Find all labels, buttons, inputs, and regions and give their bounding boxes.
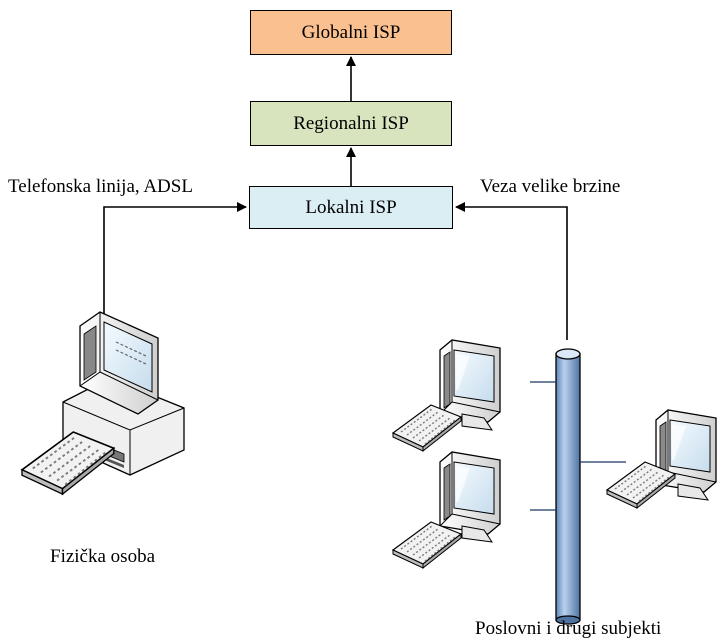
node-regional-isp: Regionalni ISP — [250, 101, 452, 146]
person-computer-icon — [21, 311, 185, 496]
workstation-icon — [392, 451, 501, 569]
connection-label-high-speed: Veza velike brzine — [480, 176, 621, 197]
endpoint-label-person: Fizička osoba — [50, 546, 156, 567]
workstation-icon — [606, 409, 717, 509]
connection-label-phone-adsl: Telefonska linija, ADSL — [8, 176, 193, 197]
node-local-isp-label: Lokalni ISP — [305, 196, 397, 218]
node-global-isp: Globalni ISP — [250, 10, 452, 55]
node-local-isp: Lokalni ISP — [249, 186, 453, 229]
node-regional-isp-label: Regionalni ISP — [293, 112, 409, 134]
arrow-business-to-local — [455, 202, 568, 340]
arrow-person-to-local — [103, 202, 247, 328]
node-global-isp-label: Globalni ISP — [301, 21, 401, 43]
backbone-cable — [555, 348, 581, 625]
workstation-icon — [392, 339, 501, 452]
endpoint-label-business: Poslovni i drugi subjekti — [475, 618, 662, 639]
